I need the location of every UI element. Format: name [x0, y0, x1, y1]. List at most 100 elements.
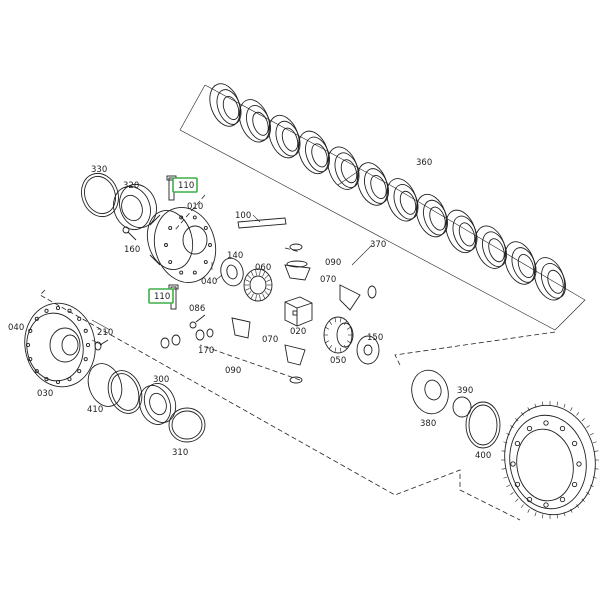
callout-040-top: 040	[201, 277, 217, 287]
part-400-ring	[465, 401, 501, 449]
gear-tooth	[244, 279, 250, 282]
callout-380: 380	[420, 419, 436, 429]
part-090-washer-top	[289, 243, 303, 251]
ring-gear-tooth	[527, 407, 530, 412]
ring-gear-tooth	[515, 498, 519, 502]
ring-gear-tooth	[563, 403, 566, 408]
callout-160: 160	[124, 245, 140, 255]
ring-gear-tooth	[501, 468, 506, 470]
gear-tooth	[247, 291, 252, 296]
ring-gear-tooth	[527, 508, 530, 513]
flange-hole	[77, 369, 82, 374]
gear-tooth	[266, 288, 272, 291]
ring-gear-hole	[543, 502, 549, 508]
clutch-disc	[415, 193, 448, 238]
svg-text:110: 110	[154, 292, 170, 302]
ring-gear-hole	[514, 440, 521, 447]
clutch-disc	[297, 130, 330, 175]
flange-hole	[44, 377, 49, 382]
clutch-disc	[533, 257, 566, 301]
gear-tooth	[250, 271, 254, 277]
ring-gear-tooth	[589, 484, 594, 488]
ring-gear-hole	[543, 420, 549, 426]
part-086-pin	[189, 314, 206, 329]
ring-gear-tooth	[592, 441, 597, 444]
part-310-ring	[168, 407, 206, 443]
clutch-disc	[474, 225, 507, 269]
part-070-pinion-gear-left	[231, 317, 251, 339]
ring-gear-tooth	[586, 425, 590, 428]
clutch-disc	[504, 241, 537, 285]
ring-gear-tooth	[581, 498, 585, 502]
flange-hole	[44, 308, 49, 313]
callout-020: 020	[290, 327, 306, 337]
housing-hole	[192, 215, 197, 220]
part-020-spider-block	[284, 296, 313, 327]
callout-030: 030	[37, 389, 53, 399]
callout-390: 390	[457, 386, 473, 396]
flange-hole	[85, 342, 91, 348]
ring-gear-tooth	[581, 418, 585, 422]
part-210-bolt	[94, 339, 109, 351]
ring-gear-hole	[559, 425, 566, 432]
callout-320: 320	[123, 181, 139, 191]
housing-hole	[164, 243, 168, 247]
gear-tooth	[346, 326, 351, 330]
clutch-disc	[209, 83, 242, 127]
ring-gear-hole	[571, 481, 578, 488]
gear-tooth	[255, 294, 257, 301]
part-030-flange	[24, 302, 96, 388]
clutch-disc	[356, 162, 389, 206]
part-380-washer	[411, 369, 449, 415]
housing-hole	[208, 243, 212, 247]
part-170-ring	[195, 328, 214, 341]
callout-110-bottom-highlight[interactable]: 110	[148, 288, 174, 304]
ring-gear-hole	[559, 496, 566, 503]
clutch-disc	[268, 114, 301, 159]
callout-360: 360	[416, 158, 432, 168]
ring-gear-tooth	[570, 407, 573, 412]
clutch-disc	[238, 99, 271, 143]
gear-tooth	[325, 340, 330, 344]
ring-gear-tooth	[515, 418, 519, 422]
housing-hole	[203, 260, 208, 264]
ring-gear-tooth	[510, 492, 514, 495]
ring-gear-tooth	[520, 412, 524, 416]
gear-tooth	[262, 271, 266, 277]
clutch-disc	[327, 146, 360, 190]
ring-gear-tooth	[534, 512, 537, 517]
ring-gear-tooth	[576, 504, 580, 508]
part-320-bearing	[113, 183, 157, 231]
callout-170: 170	[198, 346, 214, 356]
flange-hole	[83, 357, 88, 362]
gear-tooth	[343, 345, 347, 350]
ring-gear-hole	[526, 496, 533, 503]
ring-gear-tooth	[594, 468, 599, 470]
gear-tooth	[346, 340, 351, 344]
flange-hole	[77, 316, 82, 321]
ring-gear-tooth	[506, 484, 511, 488]
gear-tooth	[343, 320, 347, 325]
ring-gear-tooth	[503, 441, 508, 444]
part-100-cross-pin	[237, 217, 287, 229]
part-040-bolt-small	[160, 334, 181, 349]
clutch-disc	[445, 209, 478, 254]
flange-hole	[28, 357, 33, 362]
gear-tooth	[259, 269, 261, 276]
ring-gear-tooth	[589, 432, 594, 436]
ring-gear-tooth	[520, 504, 524, 508]
part-050-side-gear	[323, 316, 354, 354]
callout-150: 150	[367, 333, 383, 343]
callout-110-top-highlight[interactable]: 110	[172, 177, 198, 193]
flange-hole	[25, 342, 31, 348]
ring-gear-tooth	[556, 401, 558, 406]
ring-gear-tooth	[542, 401, 544, 406]
callout-086: 086	[189, 304, 205, 314]
gear-tooth	[244, 288, 250, 291]
gear-tooth	[250, 293, 254, 299]
flange-hole	[67, 377, 72, 382]
callout-060: 060	[255, 263, 271, 273]
part-150-thrust-washer	[356, 335, 380, 365]
part-160-bolt	[122, 226, 137, 241]
